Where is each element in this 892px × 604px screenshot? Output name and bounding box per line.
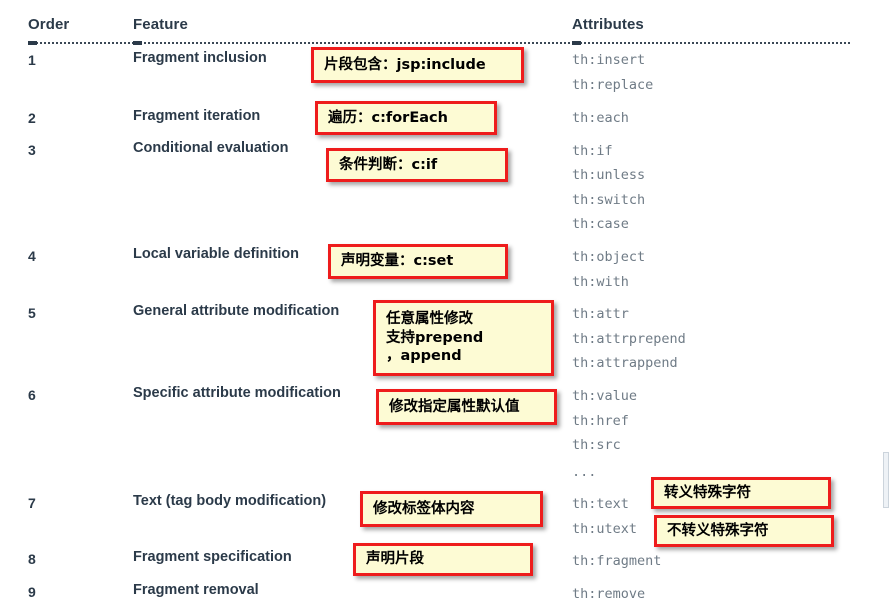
annotation-local-variable: 声明变量：c:set [328,244,508,279]
table-row-order: 7 [28,495,36,511]
attribute-label: th:if [572,143,613,159]
scrollbar-thumb[interactable] [883,452,889,508]
table-row-order: 3 [28,142,36,158]
attribute-label: th:remove [572,586,646,602]
attribute-label: th:href [572,413,629,429]
attribute-label: th:unless [572,167,646,183]
feature-label: Fragment specification [133,549,292,565]
feature-label: Fragment iteration [133,108,261,124]
annotation-fragment-inclusion: 片段包含：jsp:include [311,47,524,83]
feature-label: Conditional evaluation [133,140,289,156]
annotation-fragment-iteration: 遍历：c:forEach [315,101,497,135]
annotation-text-body: 修改标签体内容 [360,491,543,527]
attribute-label: th:utext [572,521,638,537]
attribute-label: th:attrappend [572,355,678,371]
attribute-label: th:replace [572,77,654,93]
table-row-order: 6 [28,387,36,403]
feature-label: General attribute modification [133,303,340,319]
annotation-no-escape-special-chars: 不转义特殊字符 [654,515,834,547]
table-row-order: 5 [28,305,36,321]
attribute-label: th:each [572,110,629,126]
attribute-label: th:attr [572,306,629,322]
attribute-label: th:value [572,388,638,404]
table-row-order: 8 [28,551,36,567]
feature-label: Fragment removal [133,582,259,598]
table-row-order: 1 [28,52,36,68]
column-header-attributes: Attributes [572,16,644,33]
attribute-label: th:insert [572,52,646,68]
annotation-fragment-specification: 声明片段 [353,543,533,576]
column-header-feature: Feature [133,16,188,33]
attribute-label: th:text [572,496,629,512]
attribute-ellipsis: ... [572,464,597,480]
annotation-escape-special-chars: 转义特殊字符 [651,477,831,509]
annotation-conditional-evaluation: 条件判断：c:if [326,148,508,182]
header-divider-cap-left [28,41,37,45]
table-row-order: 4 [28,248,36,264]
attribute-label: th:fragment [572,553,662,569]
annotation-specific-attribute: 修改指定属性默认值 [376,389,557,425]
annotation-general-attribute: 任意属性修改 支持prepend ，append [373,300,554,376]
header-divider-cap-right [572,41,581,45]
attribute-label: th:object [572,249,646,265]
attribute-label: th:with [572,274,629,290]
header-divider [28,42,852,44]
column-header-order: Order [28,16,70,33]
table-row-order: 9 [28,584,36,600]
attribute-label: th:src [572,437,621,453]
feature-label: Specific attribute modification [133,385,341,401]
attribute-label: th:attrprepend [572,331,686,347]
header-divider-cap-middle [133,41,142,45]
table-row-order: 2 [28,110,36,126]
feature-label: Local variable definition [133,246,299,262]
feature-label: Fragment inclusion [133,50,267,66]
feature-label: Text (tag body modification) [133,493,327,509]
attribute-label: th:case [572,216,629,232]
attribute-label: th:switch [572,192,646,208]
